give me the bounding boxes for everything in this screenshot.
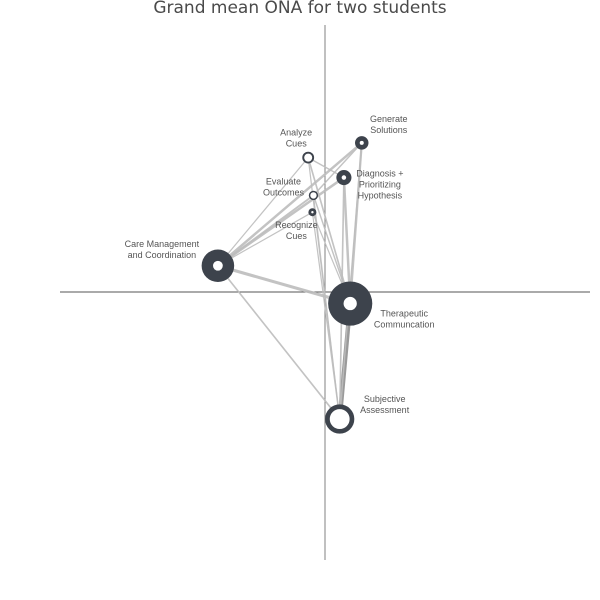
node-label-line: Outcomes — [263, 187, 305, 197]
node-label-line: Recognize — [275, 220, 318, 230]
node-label-line: Communcation — [374, 320, 435, 330]
edge-recognize-subjective — [311, 211, 341, 420]
node-care — [201, 249, 235, 283]
node-label-line: Prioritizing — [359, 180, 401, 190]
edge-care-analyze — [217, 156, 309, 267]
node-center-diagnosis — [341, 175, 347, 180]
node-label-line: Solutions — [370, 125, 408, 135]
node-circle-subjective — [325, 404, 355, 434]
node-subjective — [325, 404, 355, 434]
node-label-line: Generate — [370, 114, 408, 124]
node-analyze — [302, 151, 315, 164]
node-label-line: Subjective — [364, 394, 406, 404]
edge-care-therapeutic — [216, 264, 352, 306]
node-center-care — [213, 260, 223, 271]
node-label-line: Care Management — [125, 239, 200, 249]
node-label-line: Diagnosis + — [356, 169, 403, 179]
edge-care-subjective — [217, 264, 341, 420]
node-therapeutic — [328, 281, 373, 326]
node-recognize — [308, 208, 317, 217]
node-label-line: Cues — [286, 139, 308, 149]
node-center-recognize — [311, 211, 314, 214]
chart-title: Grand mean ONA for two students — [153, 0, 447, 18]
nodes — [201, 136, 373, 434]
node-label-line: Cues — [286, 231, 308, 241]
edge-generate-subjective — [338, 142, 363, 420]
edge-care-evaluate — [216, 194, 315, 267]
node-diagnosis — [336, 169, 352, 186]
node-label-line: Hypothesis — [358, 191, 403, 201]
node-label-line: Assessment — [360, 405, 410, 415]
node-center-therapeutic — [343, 296, 357, 311]
edge-evaluate-generate — [312, 142, 363, 197]
edge-analyze-therapeutic — [307, 156, 352, 305]
node-evaluate — [308, 190, 319, 201]
node-circle-analyze — [302, 151, 315, 164]
node-circle-evaluate — [308, 190, 319, 201]
node-generate — [355, 136, 369, 150]
node-label-line: Therapeutic — [380, 309, 428, 319]
node-center-generate — [359, 140, 364, 145]
node-label-line: and Coordination — [128, 250, 197, 260]
node-label-line: Analyze — [280, 128, 312, 138]
edge-care-generate — [216, 141, 363, 267]
edge-care-recognize — [217, 211, 314, 267]
node-label-line: Evaluate — [266, 176, 301, 186]
